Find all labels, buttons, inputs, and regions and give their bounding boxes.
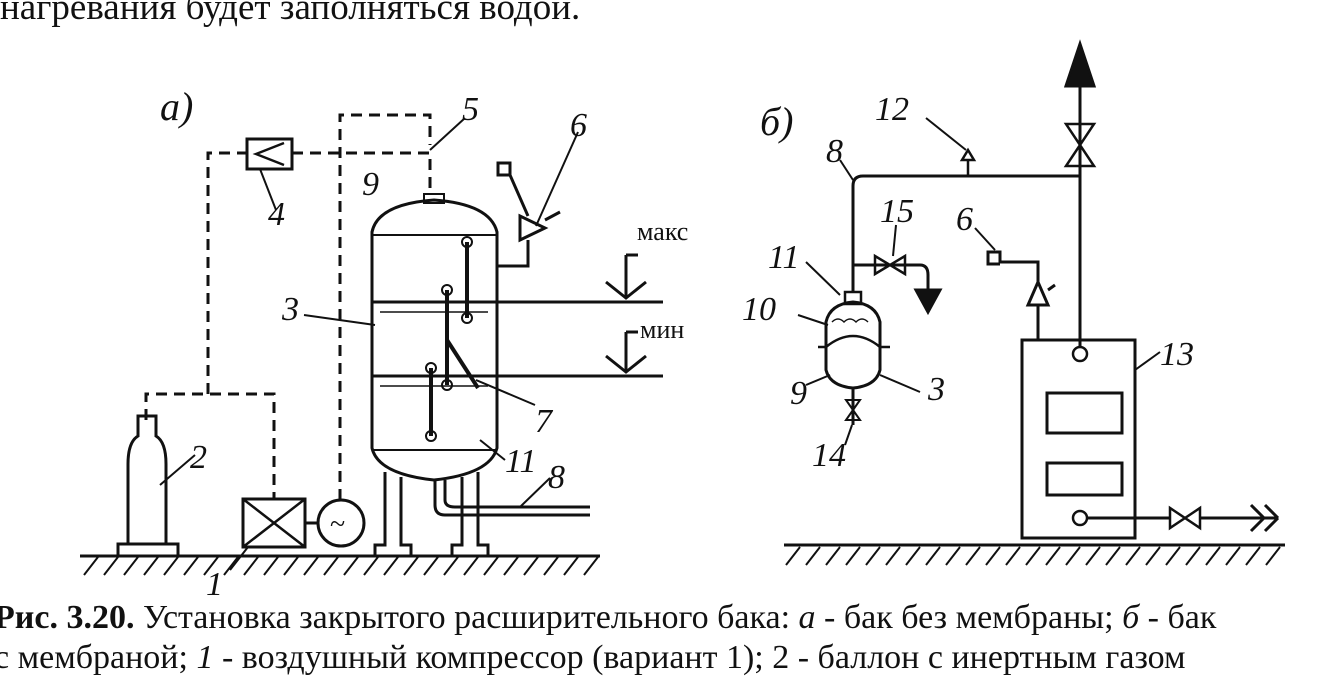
label-a-11: 11: [505, 443, 536, 480]
drain-valve-14: [844, 399, 862, 421]
label-a-3: 3: [281, 291, 299, 328]
label-b-8: 8: [826, 133, 843, 170]
label-b-14: 14: [812, 437, 846, 474]
caption-text: с мембраной;: [0, 639, 197, 676]
label-b-13: 13: [1160, 336, 1194, 373]
boiler: [1020, 338, 1137, 540]
valve-15-branch: [853, 263, 930, 290]
label-b-11: 11: [768, 239, 799, 276]
label-a-8: 8: [548, 459, 565, 496]
dashed-control-lines: [144, 113, 432, 500]
label-b-6: 6: [956, 201, 973, 238]
label-b-3: 3: [927, 371, 945, 408]
label-a-9: 9: [362, 166, 379, 203]
label-a-4: 4: [268, 196, 285, 233]
supply-arrow: [1063, 39, 1097, 88]
caption-figure-label: Рис. 3.20.: [0, 599, 135, 636]
caption-text: - бак без мембраны;: [815, 599, 1123, 636]
pressure-reducer: [245, 137, 294, 171]
caption-number-1: 1: [196, 639, 214, 676]
outlet-pipe-a: [433, 480, 590, 517]
caption-text: Установка закрытого расширительного бака…: [134, 599, 799, 636]
label-a-6: 6: [570, 107, 587, 144]
tank-legs: [373, 472, 490, 555]
caption-line-1: Рис. 3.20. Установка закрытого расширите…: [0, 598, 1216, 637]
caption-letter-b: б: [1122, 599, 1140, 636]
air-vent-12: [959, 147, 977, 176]
label-b-9: 9: [790, 375, 807, 412]
label-a-7: 7: [535, 403, 554, 440]
label-max: макс: [637, 217, 688, 246]
caption-letter-a: а: [798, 599, 816, 636]
gas-bottle: [116, 414, 180, 556]
boiler-door-lower: [1045, 461, 1124, 497]
figure-caption: Рис. 3.20. Установка закрытого расширите…: [0, 598, 1216, 676]
preceding-text-line: нагревания будет заполняться водой.: [0, 0, 581, 28]
label-b-12: 12: [875, 91, 909, 128]
float-switches: [429, 242, 480, 436]
riser-valve: [1063, 122, 1097, 168]
tank-body: [370, 198, 499, 482]
ground-hatching-a: [83, 556, 599, 576]
ground-hatching-b: [785, 546, 1281, 566]
connecting-pipe-8: [851, 174, 1080, 292]
ac-symbol: ~: [330, 509, 345, 540]
label-a-5: 5: [462, 91, 479, 128]
caption-line-2: с мембраной; 1 - воздушный компрессор (в…: [0, 638, 1186, 677]
panel-a-label: а): [160, 84, 193, 129]
caption-text: - бак: [1139, 599, 1217, 636]
safety-valve-a: [497, 240, 530, 268]
panel-b-label: б): [760, 99, 793, 144]
caption-text: - воздушный компрессор (вариант 1); 2 - …: [213, 639, 1186, 676]
label-a-2: 2: [190, 439, 207, 476]
membrane-tank: [824, 300, 882, 390]
expansion-tank-diagram: а) б) 1 2 3 4 5 6 7 8 9 11 макс мин ~ 3 …: [80, 39, 1285, 600]
label-b-15: 15: [880, 193, 914, 230]
label-min: мин: [640, 315, 684, 344]
boiler-door-upper: [1045, 391, 1124, 435]
label-b-10: 10: [742, 291, 776, 328]
label-a-1: 1: [206, 566, 223, 600]
